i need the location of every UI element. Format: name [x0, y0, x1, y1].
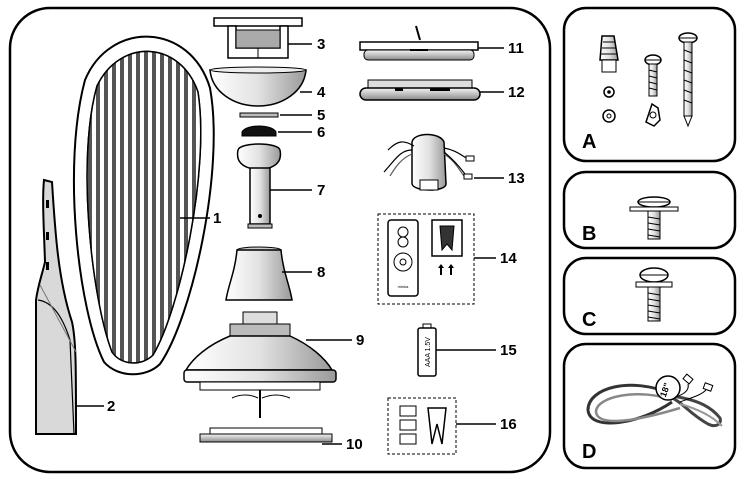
panel-b [562, 170, 737, 250]
battery-label: AAA 1.5V [425, 337, 432, 367]
label-part-5: 5 [317, 107, 325, 124]
label-part-3: 3 [317, 36, 325, 53]
canopy-ring-drawing [239, 112, 279, 118]
panel-d [562, 342, 737, 470]
downrod-drawing [236, 143, 282, 229]
light-fixture-drawing [359, 25, 479, 61]
label-part-12: 12 [508, 84, 525, 101]
receiver-drawing [383, 133, 475, 191]
blade-arm-drawing [35, 178, 78, 435]
battery-drawing: AAA 1.5V [417, 323, 437, 377]
label-part-16: 16 [500, 416, 517, 433]
fan-blade-drawing [72, 35, 215, 376]
main-parts-panel [8, 6, 552, 474]
motor-housing-drawing [183, 311, 337, 418]
label-hardware-c: C [582, 309, 596, 331]
label-part-11: 11 [508, 40, 524, 57]
panel-c [562, 256, 737, 336]
hardware-letter-labels: A B C D [582, 131, 596, 463]
canopy-drawing [209, 66, 307, 107]
label-part-2: 2 [107, 398, 115, 415]
label-part-15: 15 [500, 342, 517, 359]
hardware-b-drawing [629, 196, 679, 240]
panel-a [562, 6, 737, 163]
label-hardware-d: D [582, 441, 596, 463]
hardware-c-drawing [635, 267, 673, 322]
label-hardware-b: B [582, 223, 596, 245]
light-kit-plate-drawing [199, 427, 333, 443]
label-part-14: 14 [500, 250, 517, 267]
remote-and-holder-drawing: minka [377, 213, 475, 305]
label-part-7: 7 [317, 182, 325, 199]
blade-balancing-kit-drawing [387, 397, 457, 455]
motor-collar-cover-drawing [225, 246, 293, 301]
label-part-10: 10 [346, 436, 363, 453]
label-hardware-a: A [582, 131, 596, 153]
hardware-a-drawing [599, 32, 698, 128]
label-part-9: 9 [356, 332, 364, 349]
label-part-8: 8 [317, 264, 325, 281]
remote-brand-text: minka [398, 284, 409, 289]
mounting-bracket-drawing [213, 17, 303, 59]
label-part-4: 4 [317, 84, 326, 101]
label-part-13: 13 [508, 170, 525, 187]
wire-length-label: 18" [658, 382, 672, 399]
ground-wire-drawing: 18" [586, 373, 723, 428]
ball-joint-drawing [241, 125, 277, 137]
glass-shade-drawing [359, 79, 481, 101]
leader-lines [76, 43, 504, 445]
part-number-labels: 1 2 3 4 5 6 7 8 9 10 11 12 13 14 15 16 [107, 36, 525, 453]
label-part-6: 6 [317, 124, 325, 141]
label-part-1: 1 [213, 210, 221, 227]
